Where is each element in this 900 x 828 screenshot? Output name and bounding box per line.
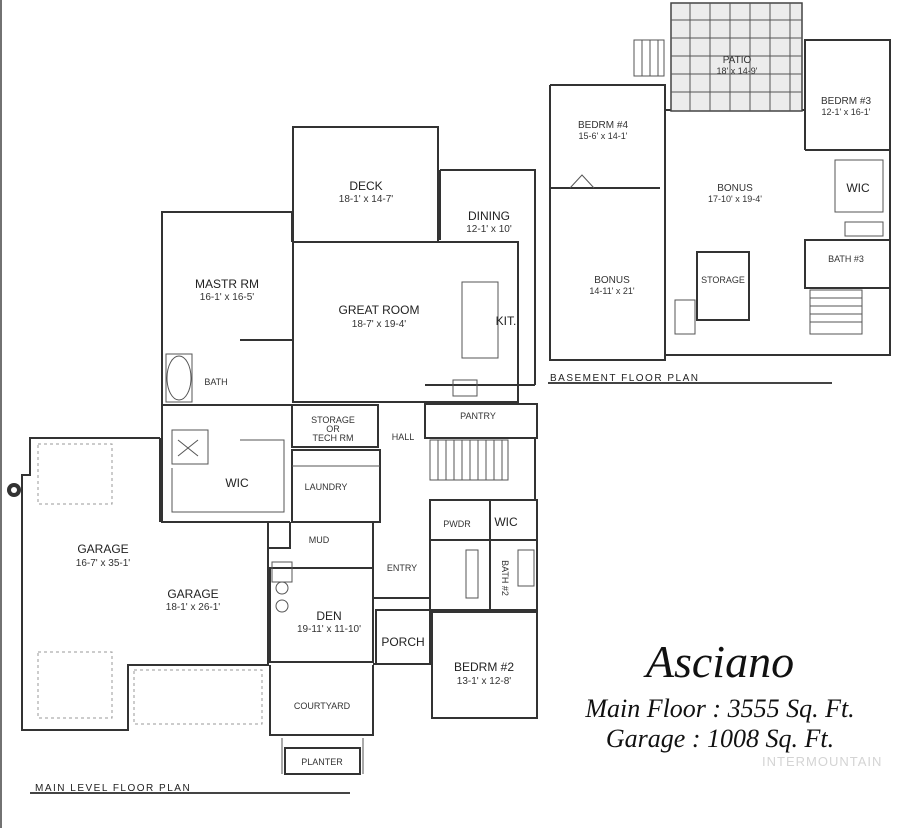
- garage-area: Garage : 1008 Sq. Ft.: [605, 724, 835, 753]
- room-bath-name: BATH: [204, 377, 227, 387]
- room-planter-name: PLANTER: [301, 757, 343, 767]
- room-great-name: GREAT ROOM: [339, 303, 420, 317]
- watermark: INTERMOUNTAIN: [762, 754, 883, 769]
- room-patio-dim: 18' x 14-9': [717, 66, 758, 76]
- basement-plan-label: BASEMENT FLOOR PLAN: [550, 373, 699, 384]
- room-courtyard-name: COURTYARD: [294, 701, 351, 711]
- room-bedrm3-name: BEDRM #3: [821, 96, 871, 107]
- room-mastr-name: MASTR RM: [195, 277, 259, 291]
- main-floor-area: Main Floor : 3555 Sq. Ft.: [585, 694, 855, 723]
- room-dining-dim: 12-1' x 10': [466, 224, 512, 235]
- room-great-dim: 18-7' x 19-4': [352, 319, 406, 330]
- room-bonus1-name: BONUS: [717, 183, 753, 194]
- room-storage2-name: STORAGE: [701, 275, 745, 285]
- basement-walls: [549, 2, 891, 361]
- room-pwdr-name: PWDR: [443, 519, 471, 529]
- room-garage2-dim: 18-1' x 26-1': [166, 602, 220, 613]
- room-bedrm3-dim: 12-1' x 16-1': [822, 107, 871, 117]
- plan-title: Asciano: [645, 636, 795, 687]
- room-bedrm4-name: BEDRM #4: [578, 120, 628, 131]
- room-storage-line1: STORAGE: [311, 415, 355, 425]
- room-bonus1-dim: 17-10' x 19-4': [708, 194, 762, 204]
- room-hall-name: HALL: [392, 432, 415, 442]
- room-bonus2-name: BONUS: [594, 275, 630, 286]
- room-garage1-dim: 16-7' x 35-1': [76, 558, 130, 569]
- room-dining-name: DINING: [468, 209, 510, 223]
- room-storage-line2: OR: [326, 424, 340, 434]
- room-bedrm4-dim: 15-6' x 14-1': [579, 131, 628, 141]
- room-bedrm2-dim: 13-1' x 12-8': [457, 676, 511, 687]
- room-den-name: DEN: [316, 609, 341, 623]
- title-block: Asciano Main Floor : 3555 Sq. Ft. Garage…: [540, 630, 900, 754]
- room-wic3-name: WIC: [846, 181, 870, 195]
- room-wic-name: WIC: [225, 476, 249, 490]
- room-entry-name: ENTRY: [387, 563, 417, 573]
- room-kit-name: KIT.: [496, 314, 517, 328]
- main-room-labels: DECK 18-1' x 14-7' DINING 12-1' x 10' MA…: [35, 179, 518, 794]
- room-bath2-name: BATH #2: [500, 560, 510, 596]
- basement-room-labels: PATIO 18' x 14-9' BEDRM #4 15-6' x 14-1'…: [550, 55, 871, 384]
- room-pantry-name: PANTRY: [460, 411, 496, 421]
- room-bedrm2-name: BEDRM #2: [454, 660, 514, 674]
- room-patio-name: PATIO: [723, 55, 752, 66]
- room-garage1-name: GARAGE: [77, 542, 128, 556]
- room-porch-name: PORCH: [381, 635, 424, 649]
- room-deck-name: DECK: [349, 179, 382, 193]
- room-mud-name: MUD: [309, 535, 330, 545]
- room-laundry-name: LAUNDRY: [305, 482, 348, 492]
- room-garage2-name: GARAGE: [167, 587, 218, 601]
- room-bonus2-dim: 14-11' x 21': [589, 286, 635, 296]
- main-level-walls: [7, 126, 538, 775]
- room-den-dim: 19-11' x 11-10': [297, 624, 361, 635]
- room-deck-dim: 18-1' x 14-7': [339, 194, 393, 205]
- room-wic2-name: WIC: [494, 515, 518, 529]
- main-plan-label: MAIN LEVEL FLOOR PLAN: [35, 783, 191, 794]
- room-storage-line3: TECH RM: [313, 433, 354, 443]
- room-bath3-name: BATH #3: [828, 254, 864, 264]
- room-mastr-dim: 16-1' x 16-5': [200, 292, 254, 303]
